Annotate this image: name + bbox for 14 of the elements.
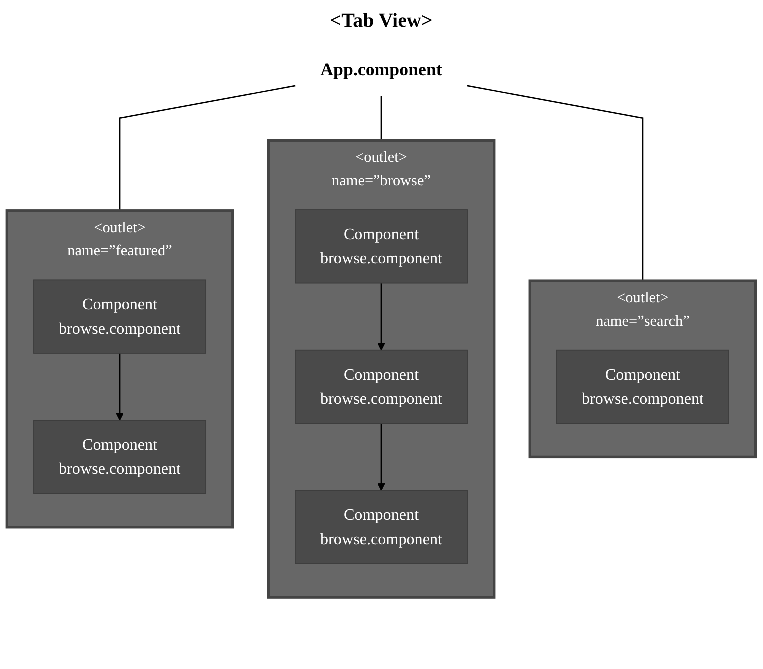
arrow: [116, 354, 124, 421]
node-box: Component browse.component: [295, 350, 468, 424]
node-box: Component browse.component: [295, 210, 468, 284]
node-box: Component browse.component: [295, 490, 468, 564]
node-box: Component browse.component: [34, 280, 206, 354]
diagram-title: <Tab View>: [329, 10, 434, 33]
arrow: [378, 283, 386, 351]
connector: [119, 85, 296, 211]
connector: [467, 85, 644, 282]
node-box: Component browse.component: [556, 350, 730, 424]
node-text: App.component: [320, 60, 442, 80]
arrow: [378, 424, 386, 492]
node-box: Component browse.component: [34, 420, 206, 494]
connector: [380, 96, 382, 141]
